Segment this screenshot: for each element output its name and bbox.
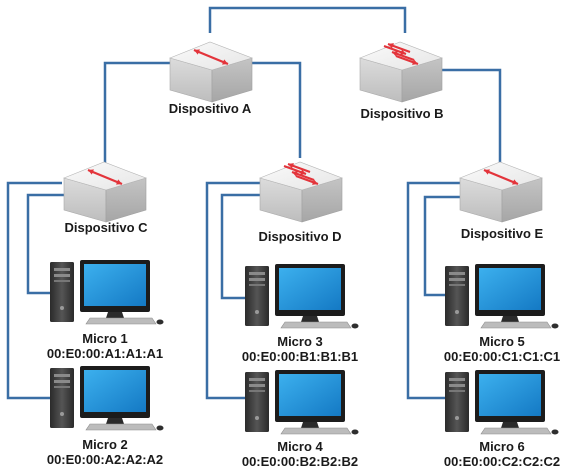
link-c-micro2	[6, 181, 62, 400]
device-a-label: Dispositivo A	[168, 101, 252, 116]
screen	[84, 264, 146, 306]
screen	[479, 374, 541, 416]
micro-5-mac: 00:E0:00:C1:C1:C1	[443, 349, 561, 364]
device-d	[259, 161, 343, 223]
device-b	[359, 41, 443, 103]
micro-6-label: Micro 6 00:E0:00:C2:C2:C2	[444, 439, 560, 469]
mouse-icon	[156, 319, 164, 325]
micro-4-mac: 00:E0:00:B2:B2:B2	[241, 454, 359, 469]
switch-icon	[383, 42, 419, 66]
device-c-label: Dispositivo C	[64, 220, 148, 235]
computer-micro-6	[445, 370, 559, 435]
micro-5-label: Micro 5 00:E0:00:C1:C1:C1	[444, 334, 560, 364]
keyboard-icon	[280, 321, 352, 329]
hub-icon	[193, 48, 229, 66]
micro-2-label: Micro 2 00:E0:00:A2:A2:A2	[47, 437, 163, 467]
link-e-micro6	[406, 181, 462, 400]
micro-6-mac: 00:E0:00:C2:C2:C2	[443, 454, 561, 469]
micro-1-mac: 00:E0:00:A1:A1:A1	[46, 346, 164, 361]
hub-icon	[483, 168, 519, 186]
micro-2-mac: 00:E0:00:A2:A2:A2	[46, 452, 164, 467]
network-links	[6, 6, 502, 400]
computer-micro-1	[50, 260, 164, 325]
hub-icon	[87, 168, 123, 186]
link-d-micro3	[220, 193, 265, 300]
keyboard-icon	[85, 423, 157, 431]
device-e-label: Dispositivo E	[460, 226, 544, 241]
micro-1-label: Micro 1 00:E0:00:A1:A1:A1	[47, 331, 163, 361]
screen	[479, 268, 541, 310]
micro-2-name: Micro 2	[82, 437, 128, 452]
link-a-d	[250, 61, 302, 158]
micro-3-label: Micro 3 00:E0:00:B1:B1:B1	[242, 334, 358, 364]
computer-micro-4	[245, 370, 359, 435]
link-c-micro1	[26, 193, 68, 295]
link-b-e	[440, 68, 502, 165]
micro-6-name: Micro 6	[479, 439, 525, 454]
micro-1-name: Micro 1	[82, 331, 128, 346]
screen	[84, 370, 146, 412]
mouse-icon	[551, 429, 559, 435]
link-d-micro4	[205, 181, 265, 400]
micro-5-name: Micro 5	[479, 334, 525, 349]
micro-3-mac: 00:E0:00:B1:B1:B1	[241, 349, 359, 364]
computer-micro-3	[245, 264, 359, 329]
device-b-label: Dispositivo B	[360, 106, 444, 121]
link-a-b	[208, 6, 407, 33]
keyboard-icon	[85, 317, 157, 325]
computer-micro-2	[50, 366, 164, 431]
device-a	[169, 41, 253, 103]
devices-layer	[63, 41, 543, 223]
mouse-icon	[551, 323, 559, 329]
micro-4-name: Micro 4	[277, 439, 323, 454]
screen	[279, 268, 341, 310]
link-a-c	[103, 61, 172, 168]
device-e	[459, 161, 543, 223]
link-e-micro5	[423, 195, 462, 297]
micro-4-label: Micro 4 00:E0:00:B2:B2:B2	[242, 439, 358, 469]
screen	[279, 374, 341, 416]
computer-micro-5	[445, 264, 559, 329]
keyboard-icon	[480, 321, 552, 329]
device-c	[63, 161, 147, 223]
keyboard-icon	[280, 427, 352, 435]
micro-3-name: Micro 3	[277, 334, 323, 349]
keyboard-icon	[480, 427, 552, 435]
switch-icon	[283, 162, 319, 186]
mouse-icon	[351, 429, 359, 435]
mouse-icon	[351, 323, 359, 329]
device-d-label: Dispositivo D	[258, 229, 342, 244]
mouse-icon	[156, 425, 164, 431]
computers-layer	[50, 260, 559, 435]
